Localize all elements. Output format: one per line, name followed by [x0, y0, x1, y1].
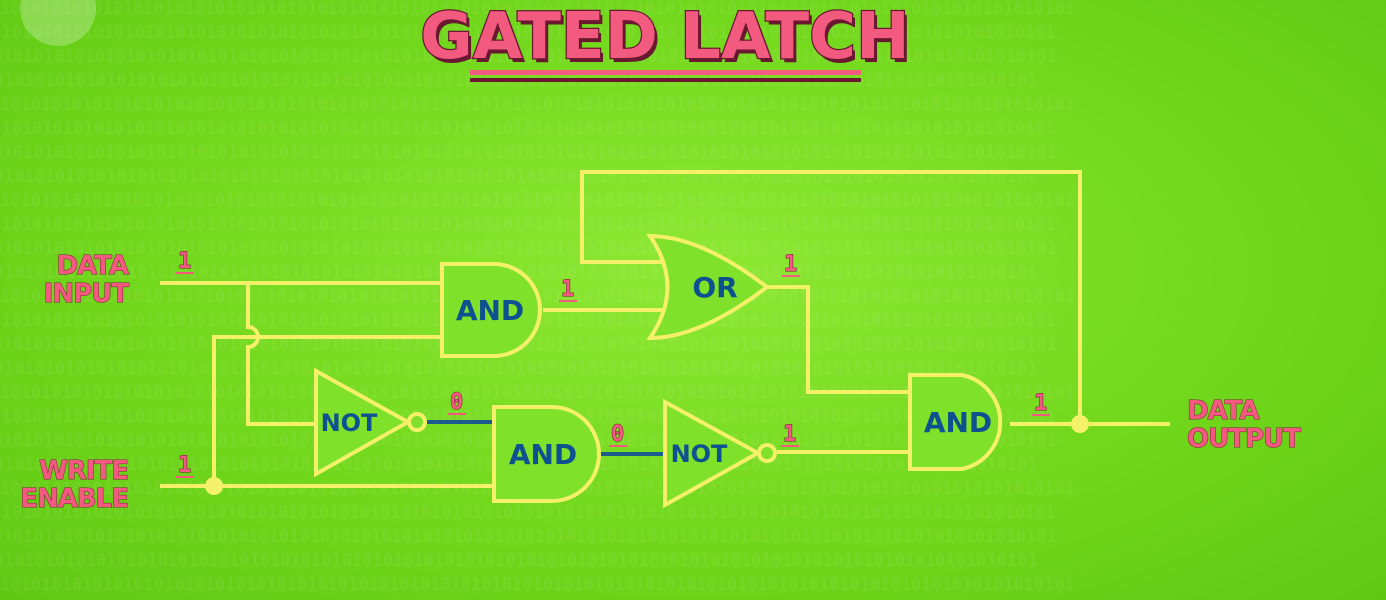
wires [160, 170, 1170, 488]
title-block: GATED LATCH GATED LATCH [419, 0, 913, 82]
not-gate-right-bubble [757, 443, 777, 463]
or-gate [646, 233, 771, 341]
bit-write-enable: 1 [178, 453, 191, 478]
not-gate-right [663, 398, 763, 509]
title-underline [470, 70, 861, 75]
bit-values: 1 1 1 1 0 0 1 1 [176, 249, 1050, 479]
bit-and-top-output: 1 [561, 277, 574, 302]
binary-row: 1010101010101010101010101010101010101010… [0, 503, 1056, 523]
junction-output [1071, 415, 1089, 433]
bit-and-right-output: 1 [1034, 391, 1047, 416]
write-enable-label-line2: ENABLE [20, 484, 128, 514]
bit-not-left-output: 0 [450, 390, 463, 415]
channel-logo [20, 0, 96, 46]
binary-row: 0101010101010101010101010101010101010101… [0, 575, 1075, 595]
data-input-label-line2: INPUT [44, 279, 130, 309]
binary-row: 0101010101010101010101010101010101010101… [0, 95, 1075, 115]
binary-row: 1010101010101010101010101010101010101010… [0, 215, 1056, 235]
and-gate-top [440, 262, 542, 358]
bit-and-middle-output: 0 [611, 422, 624, 447]
data-input-label-line1: DATA [56, 251, 128, 281]
and-gate-right-label: AND [924, 406, 992, 439]
bit-data-input: 1 [178, 249, 191, 274]
binary-row: 0101010101010101010101010101010101010101… [0, 0, 1075, 19]
binary-row: 1010101010101010101010101010101010101010… [0, 551, 1038, 571]
binary-row: 0101010101010101010101010101010101010101… [0, 239, 1057, 259]
and-gate-top-label: AND [456, 294, 524, 327]
binary-row: 0101010101010101010101010101010101010101… [0, 47, 1057, 67]
wire-or-to-and-right [765, 285, 910, 394]
wire-enable-to-and-top [212, 335, 442, 486]
io-labels: DATA INPUT WRITE ENABLE DATA OUTPUT [20, 251, 1303, 515]
page-title: GATED LATCH [420, 0, 909, 74]
and-gate-right [908, 373, 1003, 471]
wire-feedback-loop [580, 170, 1082, 424]
binary-row: 0101010101010101010101010101010101010101… [0, 335, 1057, 355]
bit-not-right-output: 1 [783, 422, 796, 447]
data-output-label-line2: OUTPUT [1187, 424, 1301, 454]
data-output-label-line1: DATA [1187, 396, 1259, 426]
write-enable-label-line1: WRITE [39, 456, 128, 486]
binary-row: 0101010101010101010101010101010101010101… [0, 191, 1075, 211]
binary-row: 1010101010101010101010101010101010101010… [0, 119, 1056, 139]
not-gate-right-label: NOT [671, 440, 728, 468]
junction-write-enable [205, 477, 223, 495]
not-gate-left-bubble [407, 412, 427, 432]
or-gate-label: OR [692, 271, 737, 304]
binary-row: 0101010101010101010101010101010101010101… [0, 527, 1057, 547]
junctions [205, 415, 1089, 495]
and-gate-middle-label: AND [509, 438, 577, 471]
and-gate-middle [492, 405, 601, 503]
not-gate-left [314, 367, 413, 478]
title-underline-shadow [470, 78, 861, 82]
binary-row: 1010101010101010101010101010101010101010… [0, 359, 1038, 379]
gates: AND OR NOT AND NOT AND [314, 233, 1003, 509]
low-wires [427, 420, 665, 456]
not-gate-left-label: NOT [321, 409, 378, 437]
bit-or-output: 1 [784, 252, 797, 277]
binary-row: 0101010101010101010101010101010101010101… [0, 143, 1057, 163]
page-title-shadow: GATED LATCH [423, 4, 912, 78]
binary-row: 1010101010101010101010101010101010101010… [0, 23, 1056, 43]
